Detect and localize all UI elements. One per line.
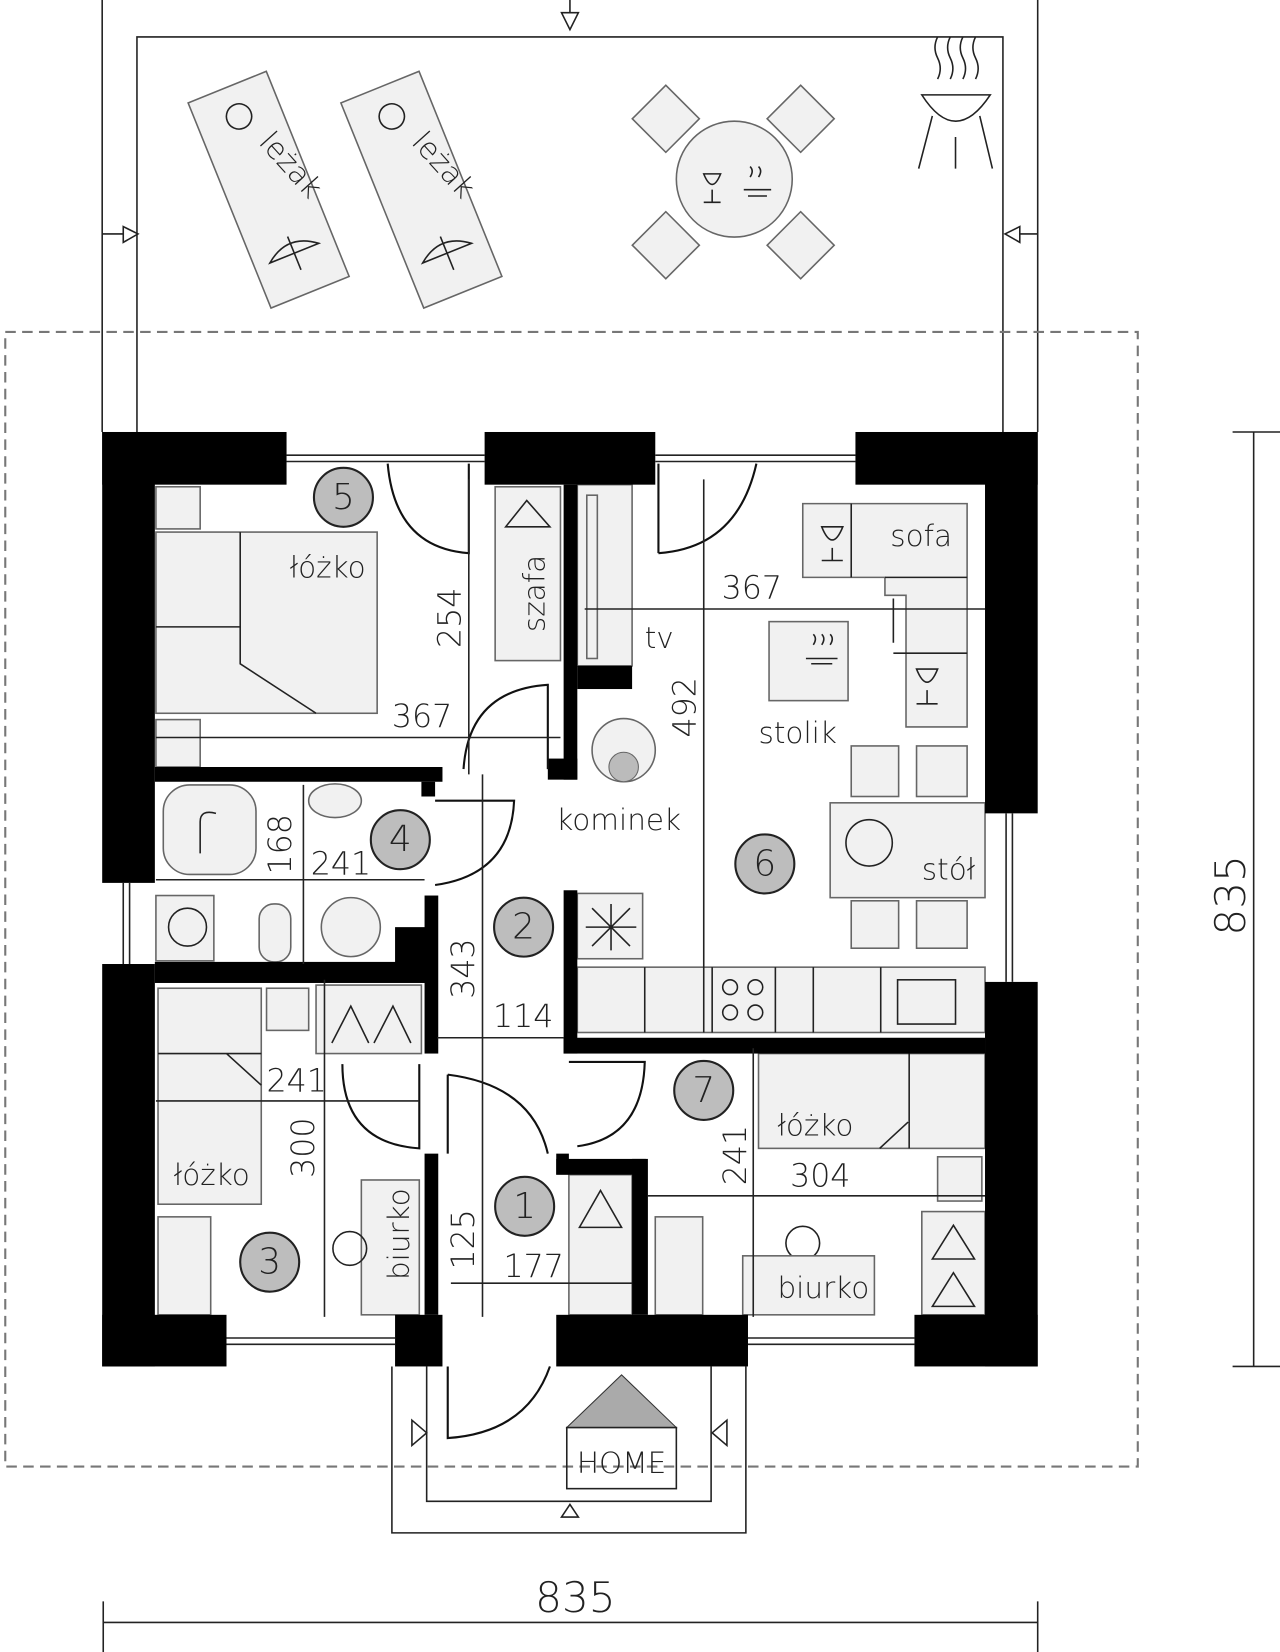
room-number-2: 2	[493, 896, 555, 958]
svg-text:łóżko: łóżko	[174, 1158, 250, 1192]
patio-table	[631, 84, 836, 280]
room-number-3: 3	[239, 1231, 301, 1293]
dim-room7-height: 241	[718, 1125, 754, 1185]
bathroom-furniture	[155, 783, 382, 963]
dim-room3-width: 241	[267, 1063, 327, 1099]
svg-text:2: 2	[512, 907, 535, 948]
svg-text:biurko: biurko	[382, 1188, 416, 1280]
room-number-4: 4	[369, 809, 431, 871]
grill-icon	[917, 36, 994, 169]
terrace-arrow-right	[1003, 225, 1038, 244]
svg-text:kominek: kominek	[556, 803, 681, 837]
lounger-1: leżak	[187, 70, 351, 310]
dim-bath-height: 168	[263, 814, 299, 874]
room-5-furniture: łóżko szafa	[155, 485, 562, 768]
walls	[102, 431, 1038, 1367]
svg-text:biurko: biurko	[777, 1271, 869, 1305]
room-7-furniture: łóżko biurko	[654, 1052, 986, 1316]
windows	[122, 454, 1014, 1346]
living-furniture: tv sofa stolik stół kominek	[556, 483, 986, 1034]
terrace-arrow-top	[560, 0, 580, 32]
svg-text:6: 6	[753, 843, 776, 884]
svg-text:3: 3	[258, 1242, 281, 1283]
dim-total-height: 835	[1206, 855, 1255, 935]
vestibule-furniture	[568, 1173, 633, 1316]
room-3-furniture: łóżko biurko	[157, 984, 423, 1316]
room-number-1: 1	[494, 1175, 556, 1237]
svg-text:HOME: HOME	[577, 1446, 666, 1480]
dim-total-width: 835	[535, 1573, 615, 1622]
dim-bath-width: 241	[311, 846, 371, 882]
dim-living-height: 492	[667, 677, 703, 737]
room-number-7: 7	[673, 1059, 735, 1121]
dim-hall-width: 114	[493, 999, 553, 1035]
dim-room7-width: 304	[790, 1158, 850, 1194]
room-number-6: 6	[734, 833, 796, 895]
terrace: leżak leżak	[101, 0, 1039, 432]
dim-vestibule-width: 177	[504, 1249, 564, 1285]
svg-text:szafa: szafa	[518, 555, 552, 632]
lounger-2: leżak	[339, 70, 503, 310]
svg-text:4: 4	[389, 819, 412, 860]
svg-text:łóżko: łóżko	[290, 550, 366, 584]
dim-hall-height: 343	[446, 938, 482, 998]
terrace-arrow-left	[102, 225, 140, 244]
roof-outline	[4, 330, 1139, 1468]
svg-text:stolik: stolik	[759, 716, 837, 750]
svg-text:stół: stół	[922, 853, 976, 887]
svg-text:1: 1	[513, 1186, 536, 1227]
svg-text:5: 5	[332, 477, 355, 518]
svg-text:tv: tv	[645, 621, 674, 655]
svg-text:łóżko: łóżko	[777, 1109, 853, 1143]
dim-room5-width: 367	[392, 699, 452, 735]
room-number-5: 5	[312, 466, 374, 528]
entrance: HOME	[391, 1366, 747, 1534]
dim-vestibule-height: 125	[446, 1209, 482, 1269]
svg-text:7: 7	[692, 1070, 715, 1111]
dimension-lines	[102, 431, 1280, 1652]
dim-room5-height: 254	[432, 588, 468, 648]
svg-text:sofa: sofa	[890, 519, 952, 553]
doors	[341, 463, 758, 1440]
dim-living-width: 367	[722, 570, 782, 606]
dim-room3-height: 300	[286, 1118, 322, 1178]
